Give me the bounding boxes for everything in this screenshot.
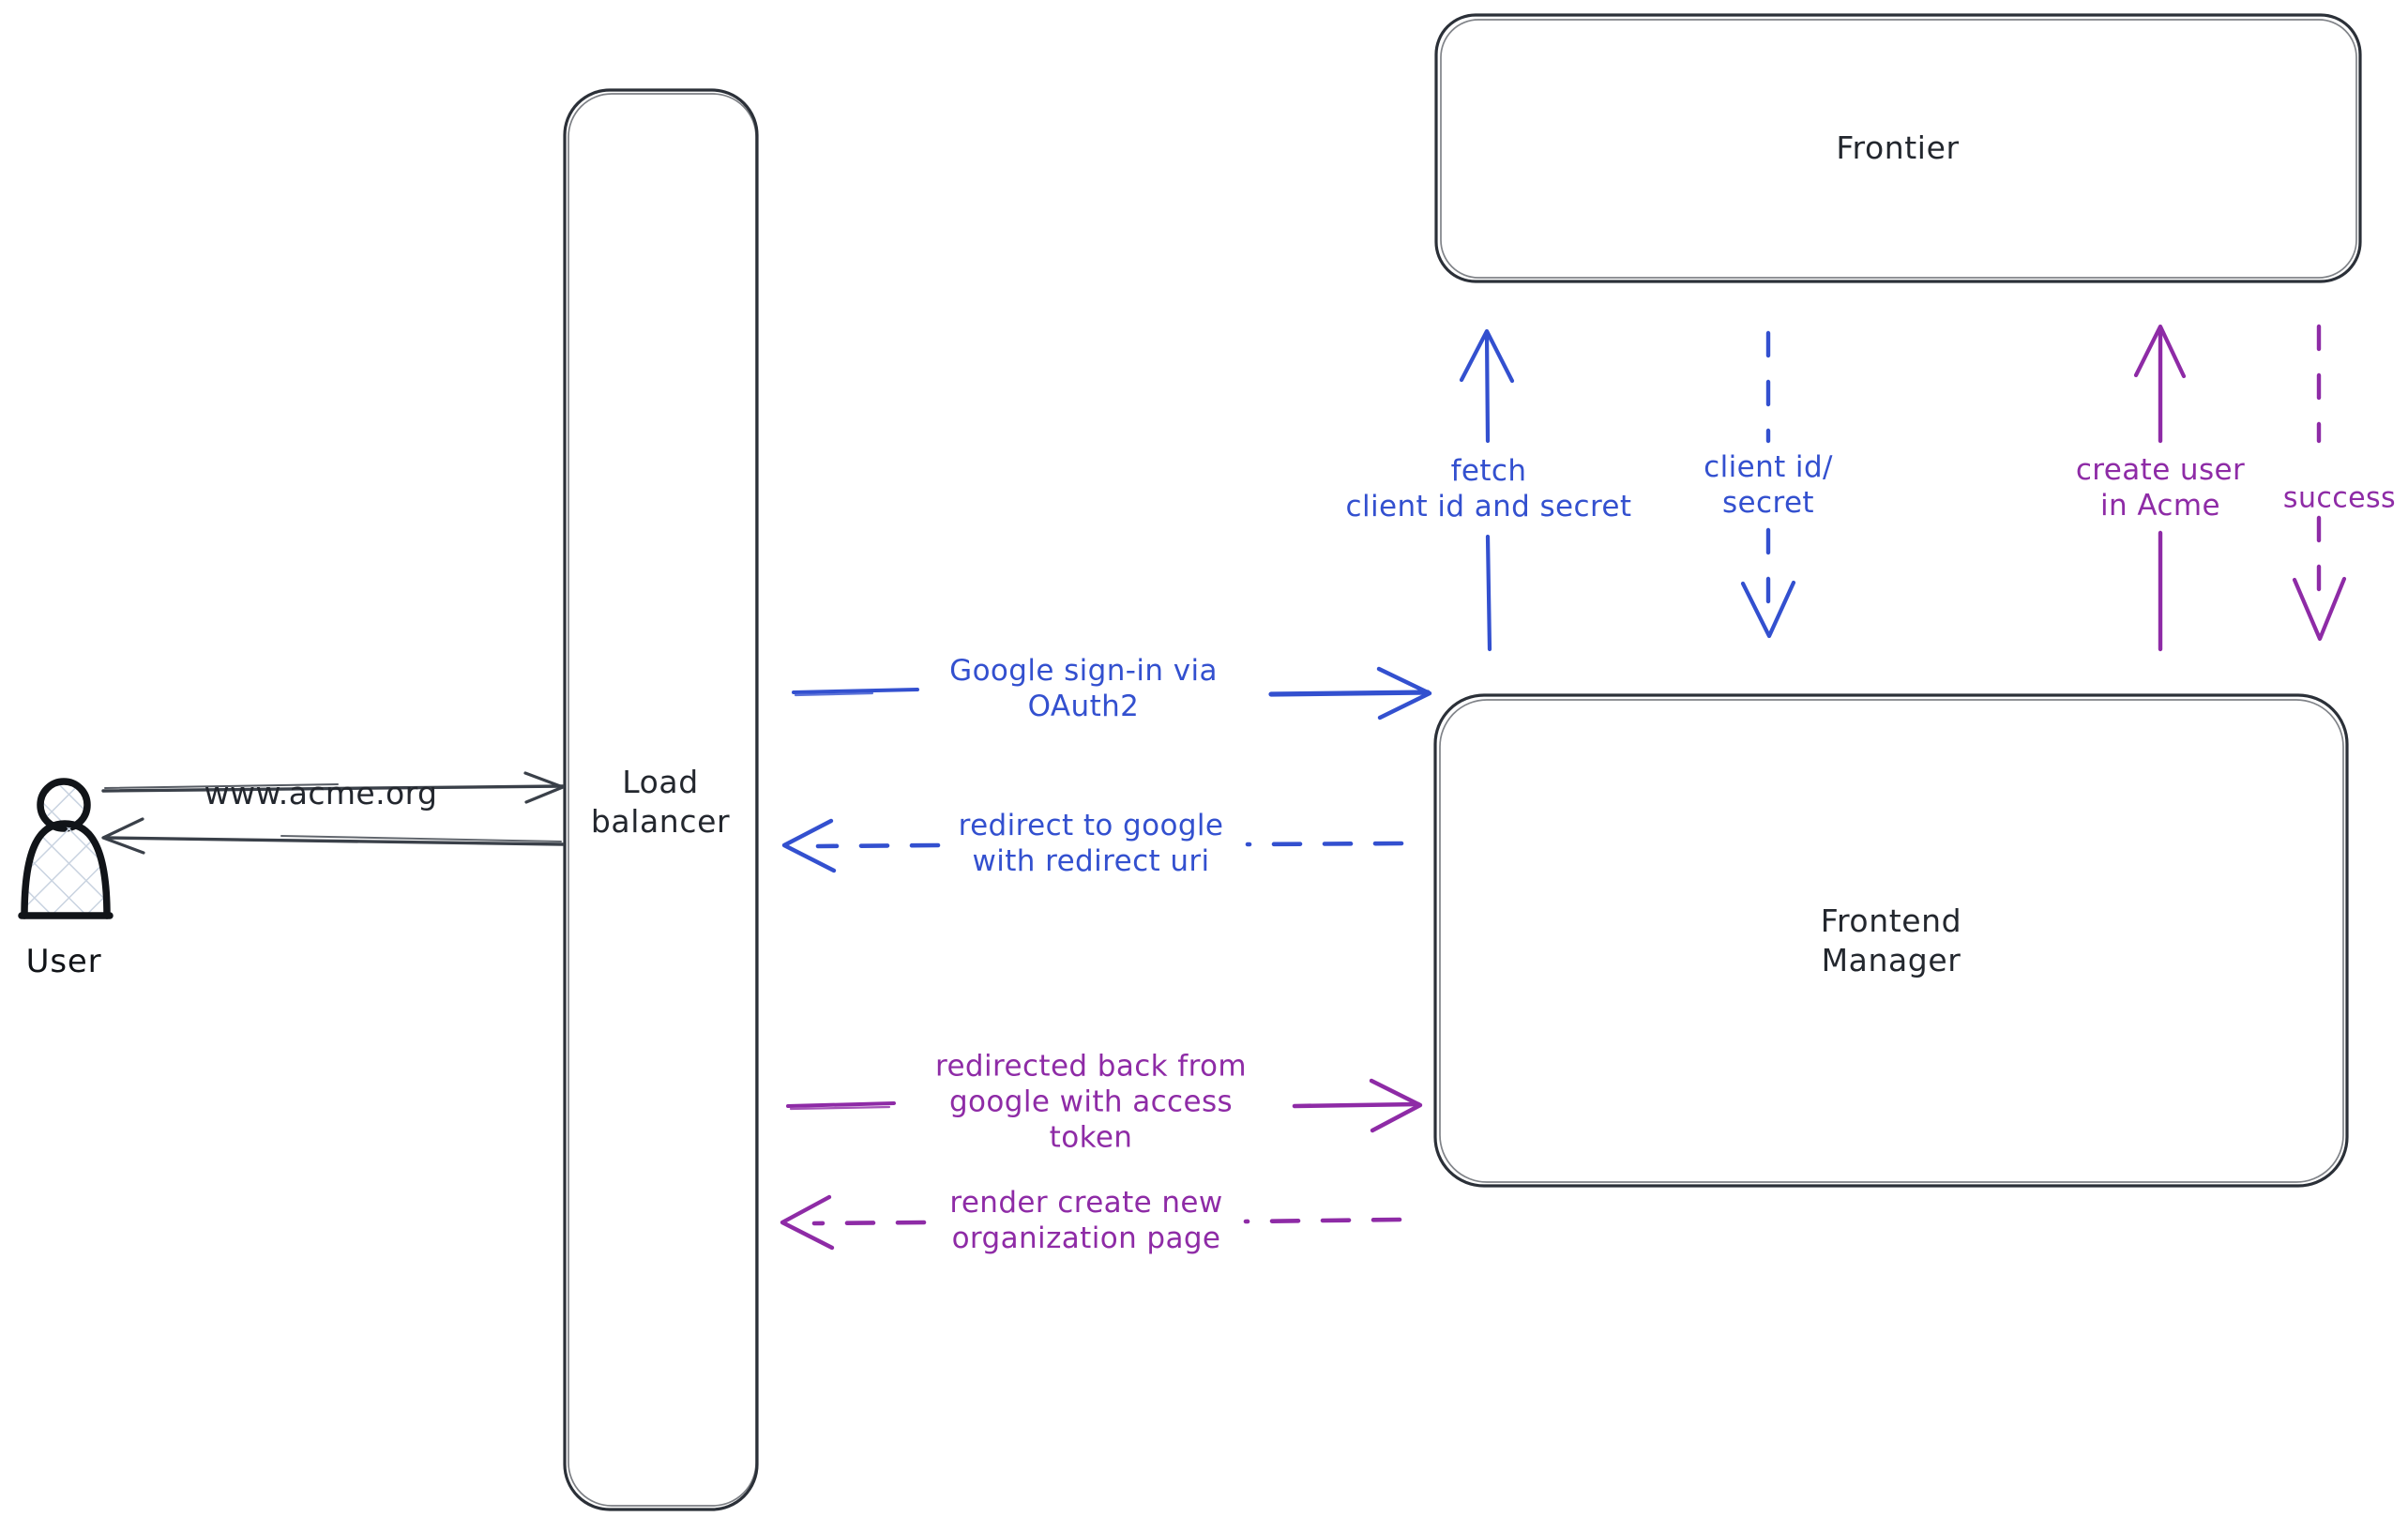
edge-google-signin — [792, 666, 1432, 720]
user-actor-figure[interactable] — [18, 778, 114, 919]
edge-redirect-to-google — [781, 818, 1404, 873]
edge-client-id-secret — [1740, 330, 1796, 639]
frontend-manager-box[interactable] — [1433, 693, 2349, 1188]
edge-render-create-org — [780, 1194, 1402, 1251]
edge-fetch-client-credentials — [1459, 328, 1515, 652]
edge-lb-to-user — [101, 817, 565, 855]
edge-create-user-in-acme — [2133, 324, 2187, 652]
edge-success — [2292, 324, 2347, 642]
edge-user-to-lb — [101, 771, 565, 804]
frontier-box[interactable] — [1434, 13, 2362, 283]
load-balancer-box[interactable] — [563, 88, 759, 1511]
edge-redirected-back — [786, 1078, 1423, 1133]
